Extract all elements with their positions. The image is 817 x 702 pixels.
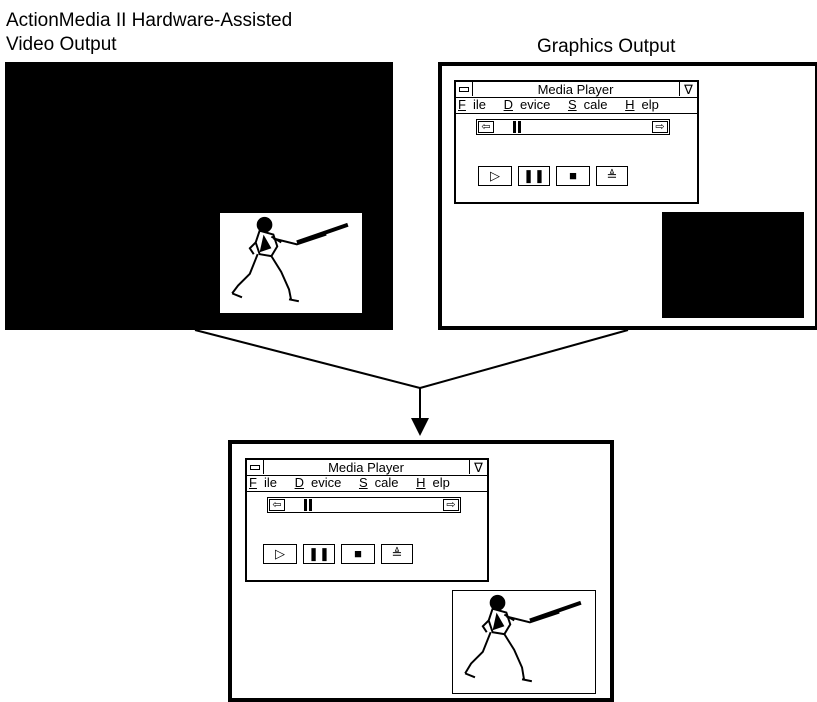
position-scrollbar[interactable]: ⇦ ⇨	[267, 497, 461, 513]
play-icon[interactable]: ▷	[263, 544, 297, 564]
window-title: Media Player	[328, 460, 404, 475]
menu-divider	[456, 113, 697, 114]
scroll-right-icon[interactable]: ⇨	[443, 499, 459, 511]
pause-icon[interactable]: ❚❚	[303, 544, 335, 564]
stop-icon[interactable]: ■	[341, 544, 375, 564]
minimize-icon[interactable]: ∇	[679, 82, 697, 97]
video-output-label-line2: Video Output	[6, 34, 117, 55]
title-bar[interactable]: Media Player ∇	[456, 82, 697, 98]
position-scrollbar[interactable]: ⇦ ⇨	[476, 119, 670, 135]
down-arrow-icon	[411, 418, 429, 436]
video-output-label-line1: ActionMedia II Hardware-Assisted	[6, 10, 293, 31]
stop-icon[interactable]: ■	[556, 166, 590, 186]
graphics-output-label: Graphics Output	[537, 36, 676, 57]
window-title: Media Player	[537, 82, 614, 97]
menu-divider	[247, 491, 487, 492]
scroll-left-icon[interactable]: ⇦	[478, 121, 494, 133]
system-menu-icon[interactable]	[456, 82, 473, 96]
pause-icon[interactable]: ❚❚	[518, 166, 550, 186]
scroll-right-icon[interactable]: ⇨	[652, 121, 668, 133]
play-icon[interactable]: ▷	[478, 166, 512, 186]
baseball-batter-image	[452, 590, 596, 694]
title-bar[interactable]: Media Player ∇	[247, 460, 487, 476]
scroll-thumb[interactable]	[513, 121, 522, 133]
batter-drawing	[231, 216, 349, 303]
batter-drawing	[464, 594, 582, 683]
eject-icon[interactable]: ≜	[381, 544, 413, 564]
video-output-screen	[5, 62, 393, 330]
scroll-thumb[interactable]	[304, 499, 313, 511]
scroll-left-icon[interactable]: ⇦	[269, 499, 285, 511]
baseball-batter-image	[219, 212, 363, 314]
eject-icon[interactable]: ≜	[596, 166, 628, 186]
system-menu-icon[interactable]	[247, 460, 264, 474]
minimize-icon[interactable]: ∇	[469, 460, 487, 475]
video-region-placeholder	[662, 212, 804, 318]
